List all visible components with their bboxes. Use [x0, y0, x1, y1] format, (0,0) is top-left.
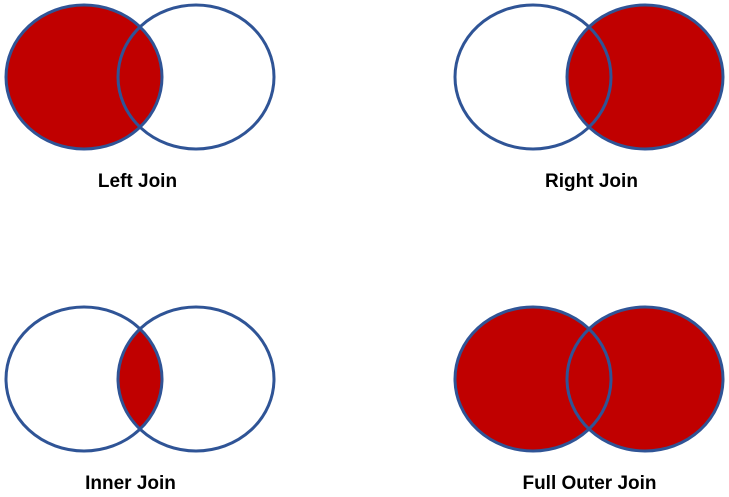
venn-diagram	[4, 3, 276, 151]
left-circle-outline	[4, 305, 164, 453]
right-join-label: Right Join	[545, 171, 638, 192]
right-circle-outline	[565, 3, 725, 151]
full-outer-join-label: Full Outer Join	[522, 473, 657, 494]
venn-diagram	[453, 3, 725, 151]
venn-diagram	[453, 305, 725, 453]
venn-right-join	[450, 0, 729, 160]
venn-diagram	[4, 305, 276, 453]
inner-join-label: Inner Join	[85, 473, 176, 494]
right-circle-outline	[116, 3, 276, 151]
left-circle-outline	[453, 305, 613, 453]
right-circle-outline	[565, 305, 725, 453]
right-circle-fill	[567, 307, 723, 451]
venn-full-outer-join	[450, 302, 729, 462]
left-circle-outline	[4, 3, 164, 151]
right-circle-outline	[116, 305, 276, 453]
left-circle-outline	[453, 3, 613, 151]
right-circle-fill	[567, 5, 723, 149]
left-circle-fill	[455, 307, 611, 451]
venn-left-join	[0, 0, 285, 160]
left-circle-fill	[6, 5, 162, 149]
venn-inner-join	[0, 302, 285, 462]
left-join-label: Left Join	[97, 171, 178, 192]
